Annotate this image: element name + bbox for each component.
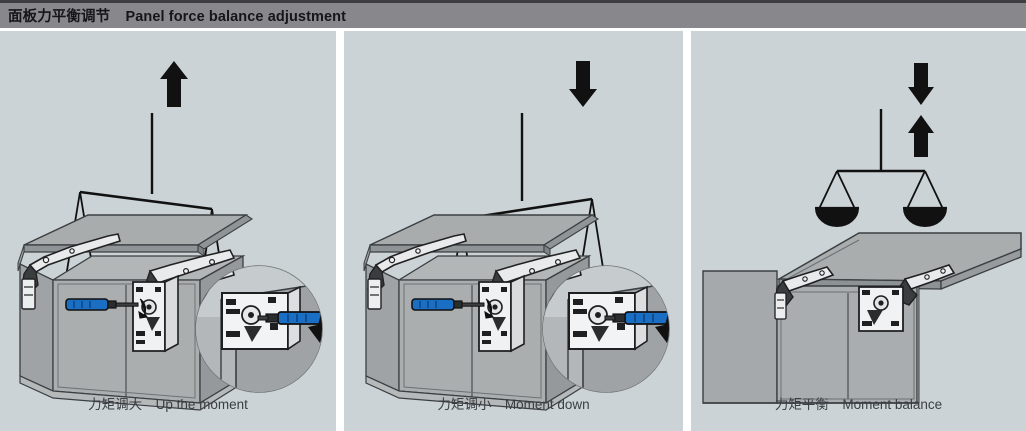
arrow-up-icon [908, 115, 934, 157]
panel-1-caption-en: Up the moment [155, 397, 248, 412]
panel-3-illustration [702, 63, 1022, 404]
panel-3-caption-cn: 力矩平衡 [774, 397, 829, 413]
balance-pan-right-filled [902, 207, 948, 227]
panel-2-caption: 力矩调小 Moment down [344, 393, 683, 413]
panel-1-caption: 力矩调大 Up the moment [0, 393, 336, 413]
balance-scale-level [818, 109, 944, 210]
figure-header-bar: 面板力平衡调节 Panel force balance adjustment [0, 0, 1026, 28]
page-title-cn: 面板力平衡调节 [8, 9, 111, 25]
panel-moment-balance: 力矩平衡 Moment balance [691, 31, 1026, 431]
arrow-down-icon [569, 61, 597, 107]
detail-magnifier-inset [195, 265, 323, 393]
panel-up-the-moment: 力矩调大 Up the moment [0, 31, 336, 431]
screwdriver-tool [65, 298, 148, 319]
arrow-down-icon [908, 63, 934, 105]
panel-3-caption: 力矩平衡 Moment balance [691, 393, 1026, 413]
panel-2-caption-cn: 力矩调小 [437, 397, 492, 413]
force-adjuster-housing [132, 274, 179, 353]
panel-row: 力矩调大 Up the moment [0, 31, 1026, 431]
force-adjuster-housing [858, 286, 904, 332]
arrow-up-icon [160, 61, 188, 107]
balance-pan-left-filled [814, 207, 860, 227]
page-title-en: Panel force balance adjustment [125, 9, 347, 25]
lift-hinge-left [367, 233, 467, 310]
panel-1-caption-cn: 力矩调大 [88, 397, 143, 413]
panel-divider-1 [336, 31, 344, 431]
panel-2-caption-en: Moment down [504, 397, 590, 412]
panel-moment-down: 力矩调小 Moment down [344, 31, 683, 431]
page-title: 面板力平衡调节 Panel force balance adjustment [0, 5, 346, 26]
panel-2-illustration [363, 61, 670, 411]
panel-1-illustration [17, 61, 323, 411]
lift-hinge-left [21, 233, 121, 310]
screwdriver-handle [65, 298, 109, 311]
screwdriver-handle [411, 298, 455, 311]
lift-hinge-left [774, 266, 835, 320]
panel-3-caption-en: Moment balance [842, 397, 943, 412]
panel-divider-2 [683, 31, 691, 431]
screwdriver-tool [411, 298, 494, 319]
